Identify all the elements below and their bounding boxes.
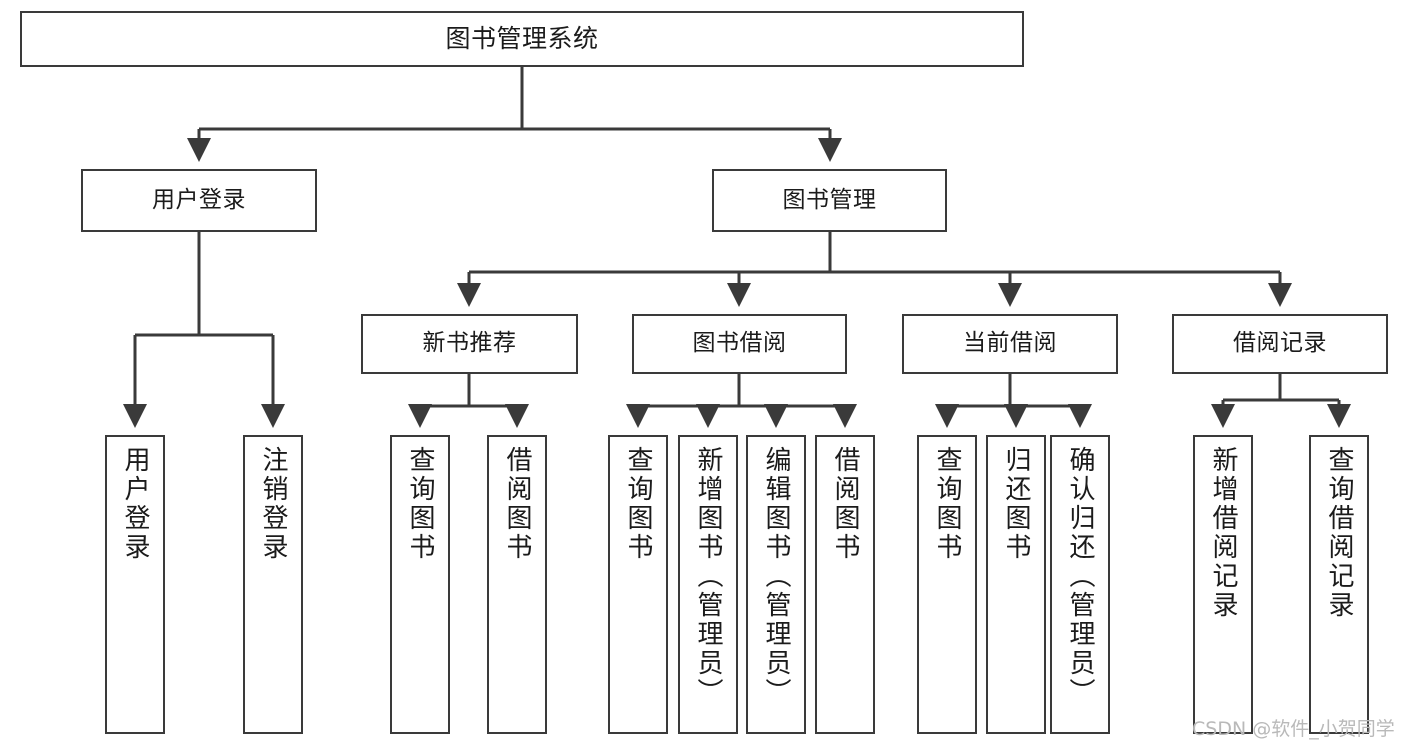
csdn-watermark: CSDN @软件_小贺同学 — [1192, 718, 1395, 740]
node-label: 新书推荐 — [422, 330, 517, 357]
node-label: 借阅记录 — [1233, 330, 1327, 357]
node-leaf-add-book[interactable]: 新增图书（管理员） — [678, 435, 738, 734]
node-leaf-query-book-2[interactable]: 查询图书 — [608, 435, 668, 734]
node-leaf-confirm-return[interactable]: 确认归还（管理员） — [1050, 435, 1110, 734]
node-leaf-logout-login[interactable]: 注销登录 — [243, 435, 303, 734]
node-label: 查询借阅记录 — [1324, 446, 1354, 620]
node-label: 当前借阅 — [963, 330, 1057, 357]
node-leaf-query-book-1[interactable]: 查询图书 — [390, 435, 450, 734]
node-book-borrow[interactable]: 图书借阅 — [632, 314, 847, 374]
node-current-borrow[interactable]: 当前借阅 — [902, 314, 1118, 374]
node-label: 编辑图书（管理员） — [761, 446, 791, 707]
node-leaf-edit-book[interactable]: 编辑图书（管理员） — [746, 435, 806, 734]
node-leaf-borrow-book-1[interactable]: 借阅图书 — [487, 435, 547, 734]
node-label: 用户登录 — [152, 186, 246, 213]
node-borrow-record[interactable]: 借阅记录 — [1172, 314, 1388, 374]
node-label: 确认归还（管理员） — [1065, 446, 1095, 707]
node-leaf-query-book-3[interactable]: 查询图书 — [917, 435, 977, 734]
node-leaf-add-record[interactable]: 新增借阅记录 — [1193, 435, 1253, 734]
node-label: 新增图书（管理员） — [693, 446, 723, 707]
node-label: 注销登录 — [258, 446, 288, 562]
node-root-system[interactable]: 图书管理系统 — [20, 11, 1024, 67]
node-user-login[interactable]: 用户登录 — [81, 169, 317, 232]
node-label: 图书管理 — [782, 186, 877, 213]
node-label: 新增借阅记录 — [1208, 446, 1238, 620]
node-label: 用户登录 — [120, 446, 150, 562]
node-label: 图书管理系统 — [445, 24, 599, 54]
node-label: 图书借阅 — [692, 330, 787, 357]
node-book-management[interactable]: 图书管理 — [712, 169, 947, 232]
node-label: 归还图书 — [1001, 446, 1031, 562]
node-leaf-borrow-book-2[interactable]: 借阅图书 — [815, 435, 875, 734]
node-leaf-return-book[interactable]: 归还图书 — [986, 435, 1046, 734]
node-label: 查询图书 — [932, 446, 962, 562]
node-leaf-user-login[interactable]: 用户登录 — [105, 435, 165, 734]
node-label: 借阅图书 — [830, 446, 860, 562]
node-leaf-query-record[interactable]: 查询借阅记录 — [1309, 435, 1369, 734]
node-label: 借阅图书 — [502, 446, 532, 562]
node-label: 查询图书 — [623, 446, 653, 562]
node-label: 查询图书 — [405, 446, 435, 562]
node-new-book-recommend[interactable]: 新书推荐 — [361, 314, 578, 374]
